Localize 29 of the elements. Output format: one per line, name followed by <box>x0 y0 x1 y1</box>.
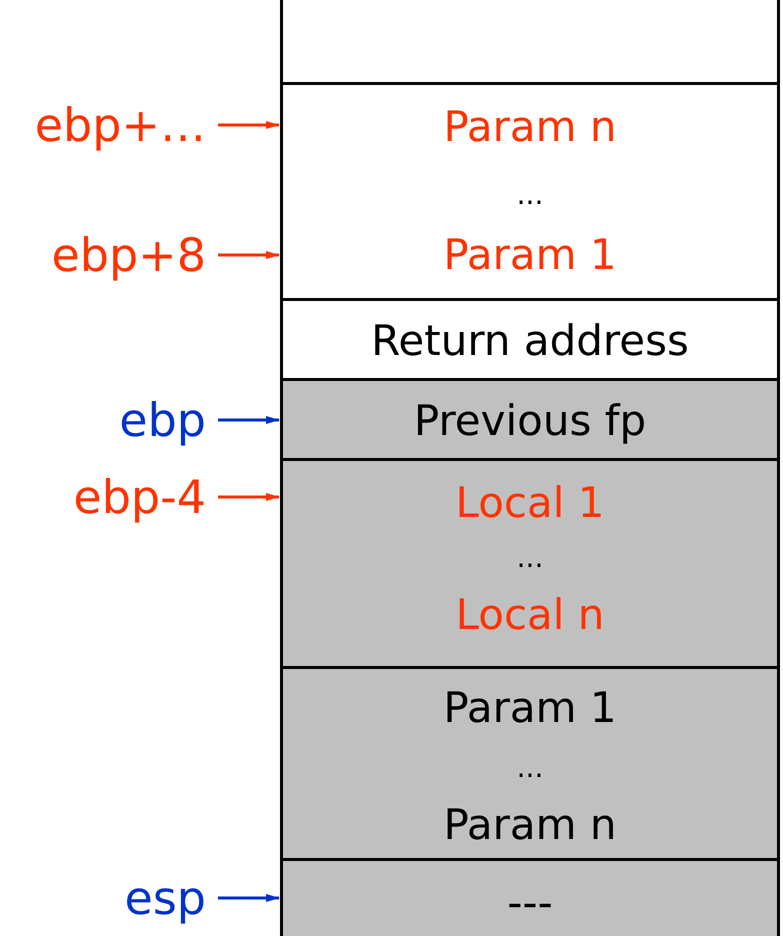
cell-text: Local n <box>456 590 604 640</box>
stack-cell <box>280 458 780 669</box>
stack-cell <box>280 82 780 301</box>
arrow <box>218 121 280 129</box>
arrow <box>218 251 280 259</box>
arrow <box>218 894 280 902</box>
ellipsis-text: ... <box>516 540 544 576</box>
pointer-label: ebp <box>119 392 206 448</box>
arrow <box>218 493 280 501</box>
stack-cell <box>280 378 780 461</box>
cell-text: Param n <box>443 800 617 850</box>
stack-cell <box>280 298 780 381</box>
ellipsis-text: ... <box>516 750 544 786</box>
stack-cell <box>280 666 780 861</box>
cell-text: Local 1 <box>456 478 604 528</box>
cell-text: Return address <box>371 316 689 366</box>
pointer-label: ebp+… <box>34 97 206 153</box>
pointer-label: esp <box>124 870 206 926</box>
stack-cell <box>280 0 780 85</box>
cell-text: --- <box>507 878 553 928</box>
cell-text: Param 1 <box>443 683 617 733</box>
cell-text: Param 1 <box>443 230 617 280</box>
stack-cell <box>280 858 780 936</box>
arrow <box>218 416 280 424</box>
pointer-label: ebp+8 <box>51 227 206 283</box>
cell-text: Previous fp <box>414 396 646 446</box>
ellipsis-text: ... <box>516 177 544 213</box>
cell-text: Param n <box>443 102 617 152</box>
pointer-label: ebp-4 <box>73 469 206 525</box>
